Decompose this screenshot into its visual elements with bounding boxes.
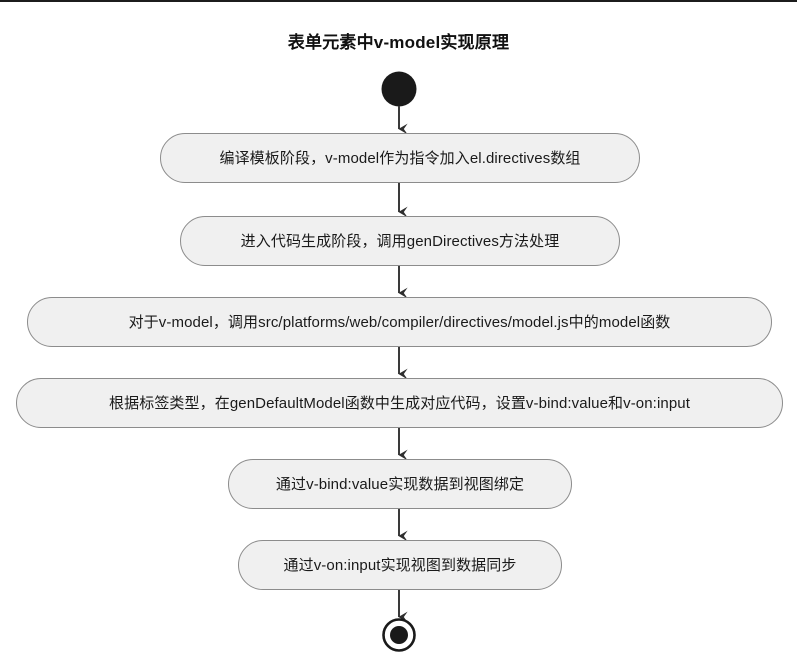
flow-node-label: 编译模板阶段，v-model作为指令加入el.directives数组	[219, 149, 581, 167]
flow-node-step-1[interactable]: 编译模板阶段，v-model作为指令加入el.directives数组	[160, 133, 640, 183]
flow-node-step-6[interactable]: 通过v-on:input实现视图到数据同步	[238, 540, 562, 590]
flow-node-step-4[interactable]: 根据标签类型，在genDefaultModel函数中生成对应代码，设置v-bin…	[16, 378, 783, 428]
flow-node-label: 根据标签类型，在genDefaultModel函数中生成对应代码，设置v-bin…	[109, 394, 690, 412]
flow-node-label: 对于v-model，调用src/platforms/web/compiler/d…	[128, 313, 671, 331]
page-title: 表单元素中v-model实现原理	[287, 33, 510, 52]
top-divider	[0, 0, 797, 2]
flow-node-label: 通过v-bind:value实现数据到视图绑定	[275, 475, 525, 493]
flow-node-step-5[interactable]: 通过v-bind:value实现数据到视图绑定	[228, 459, 572, 509]
flow-node-step-2[interactable]: 进入代码生成阶段，调用genDirectives方法处理	[180, 216, 620, 266]
end-node-marker	[382, 618, 416, 652]
flow-node-label: 通过v-on:input实现视图到数据同步	[283, 556, 517, 574]
flow-node-label: 进入代码生成阶段，调用genDirectives方法处理	[240, 232, 560, 250]
start-node-marker	[381, 71, 417, 107]
flow-node-step-3[interactable]: 对于v-model，调用src/platforms/web/compiler/d…	[27, 297, 772, 347]
